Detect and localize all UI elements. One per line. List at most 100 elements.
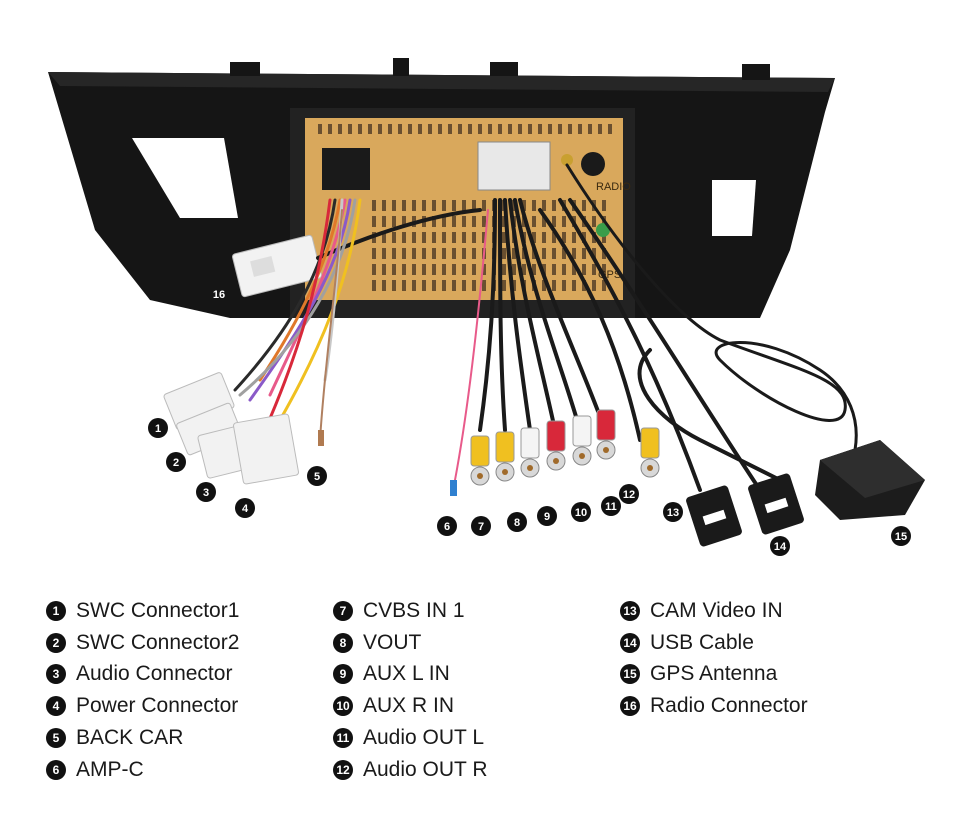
vent-slot xyxy=(392,264,396,275)
vent-slot xyxy=(452,280,456,291)
vent-slot xyxy=(432,248,436,259)
frame-cutout-right xyxy=(712,180,756,236)
vent-slot xyxy=(562,248,566,259)
vent-slot xyxy=(378,124,382,134)
callout-badge-bg xyxy=(537,506,557,526)
vent-slot xyxy=(422,264,426,275)
legend-label: Audio OUT R xyxy=(363,757,488,781)
legend-label: VOUT xyxy=(363,630,422,654)
vent-slot xyxy=(498,124,502,134)
vent-slot xyxy=(538,124,542,134)
vent-slot xyxy=(508,124,512,134)
rca-plug-audio-out-l xyxy=(572,415,592,466)
vent-slot xyxy=(568,124,572,134)
vent-slot xyxy=(392,216,396,227)
vent-slot xyxy=(382,232,386,243)
callout-number: 13 xyxy=(667,507,679,519)
vent-slot xyxy=(502,280,506,291)
vent-slot xyxy=(602,232,606,243)
vent-slot xyxy=(602,264,606,275)
vent-slot xyxy=(602,280,606,291)
vent-slot xyxy=(592,264,596,275)
vent-slot xyxy=(542,248,546,259)
vent-slot xyxy=(372,280,376,291)
vent-slot xyxy=(412,264,416,275)
chassis-vents-top xyxy=(318,124,612,134)
vent-slot xyxy=(402,248,406,259)
vent-slot xyxy=(422,248,426,259)
legend-number-badge: 5 xyxy=(46,727,66,748)
legend-number-badge: 1 xyxy=(46,601,66,621)
callout-number: 4 xyxy=(242,503,249,515)
radio-antenna-socket xyxy=(581,152,605,176)
vent-slot xyxy=(578,124,582,134)
vent-slot xyxy=(512,248,516,259)
callout-badge-bg xyxy=(235,498,255,518)
callout-badge-bg xyxy=(663,502,683,522)
vent-slot xyxy=(348,124,352,134)
callout-number: 14 xyxy=(774,541,787,553)
vent-slot xyxy=(442,200,446,211)
vent-slot xyxy=(602,248,606,259)
vent-slot xyxy=(402,200,406,211)
vent-slot xyxy=(358,124,362,134)
vent-slot xyxy=(542,200,546,211)
vent-slot xyxy=(528,124,532,134)
vent-slot xyxy=(462,248,466,259)
vent-slot xyxy=(488,124,492,134)
vent-slot xyxy=(422,200,426,211)
vent-slot xyxy=(502,216,506,227)
callout-badge-bg xyxy=(196,482,216,502)
vent-slot xyxy=(462,232,466,243)
vent-slot xyxy=(412,248,416,259)
legend-number-badge: 12 xyxy=(333,759,353,780)
vent-slot xyxy=(558,124,562,134)
callout-badge-bg xyxy=(307,466,327,486)
callout-badge-bg xyxy=(437,516,457,536)
vent-slot xyxy=(372,200,376,211)
vent-slot xyxy=(422,280,426,291)
back-car-wire-tip xyxy=(318,430,324,446)
callout-badge-bg xyxy=(891,526,911,546)
vent-slot xyxy=(432,280,436,291)
vent-slot xyxy=(382,264,386,275)
chassis-port-block xyxy=(322,148,370,190)
callout-number: 12 xyxy=(623,489,635,501)
callout-badge-bg xyxy=(166,452,186,472)
vent-slot xyxy=(542,232,546,243)
vent-slot xyxy=(502,264,506,275)
callout-number: 6 xyxy=(444,521,450,533)
legend-number-badge: 8 xyxy=(333,632,353,653)
vent-slot xyxy=(412,232,416,243)
rca-plug-aux-l xyxy=(520,427,540,478)
callout-badge-bg xyxy=(619,484,639,504)
vent-slot xyxy=(542,216,546,227)
vent-slot xyxy=(388,124,392,134)
vent-slot xyxy=(582,200,586,211)
usb-plugs xyxy=(686,473,804,547)
vent-slot xyxy=(482,216,486,227)
callout-number: 5 xyxy=(314,471,320,483)
rca-plug-vout xyxy=(495,431,515,482)
vent-slot xyxy=(532,216,536,227)
vent-slot xyxy=(572,280,576,291)
vent-slot xyxy=(562,232,566,243)
vent-slot xyxy=(368,124,372,134)
vent-slot xyxy=(402,264,406,275)
vent-slot xyxy=(522,200,526,211)
vent-slot xyxy=(422,232,426,243)
vent-slot xyxy=(382,280,386,291)
callout-number: 8 xyxy=(514,517,520,529)
power-connector xyxy=(233,413,299,485)
vent-slot xyxy=(592,248,596,259)
vent-slot xyxy=(502,232,506,243)
